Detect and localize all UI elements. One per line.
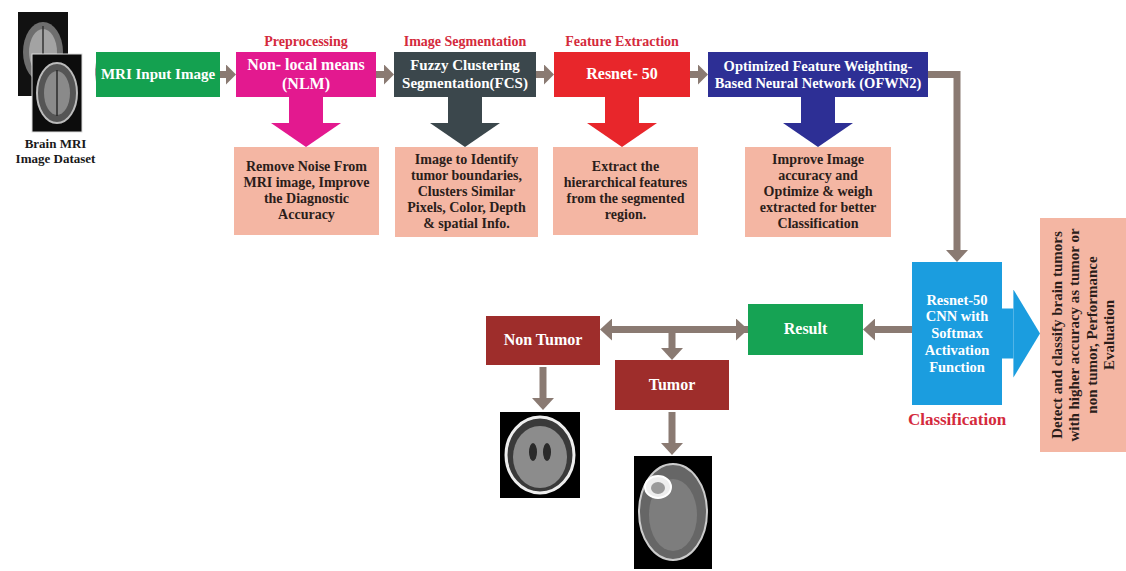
flow-arrow xyxy=(220,71,226,78)
box-label: Remove Noise From MRI image, Improve the… xyxy=(240,159,373,223)
description-box: Extract the hierarchical features from t… xyxy=(553,147,698,235)
mri-stack xyxy=(18,12,82,132)
non-tumor-image xyxy=(500,412,580,498)
brain-shape xyxy=(37,63,77,123)
mri-slice xyxy=(634,456,712,569)
tumor-core xyxy=(651,482,665,494)
description-box: Image to Identify tumor boundaries, Clus… xyxy=(395,147,538,237)
classifier-box: Resnet-50 CNN with Softmax Activation Fu… xyxy=(912,262,1002,405)
stage-heading: Classification xyxy=(908,410,1006,430)
description-box: Improve Image accuracy and Optimize & we… xyxy=(745,147,891,237)
dataset-images: Brain MRI Image Dataset xyxy=(16,12,95,132)
brain-shape xyxy=(639,464,707,560)
arrow-shaft xyxy=(540,367,547,398)
flow-arrow xyxy=(928,75,957,251)
mri-slice xyxy=(32,54,82,132)
class-box: Tumor xyxy=(615,360,729,410)
brain-shape xyxy=(513,426,567,488)
box-label: MRI Input Image xyxy=(101,66,215,83)
skull-outline xyxy=(506,417,574,493)
input-box: MRI Input Image xyxy=(96,52,220,97)
box-label: Non Tumor xyxy=(504,331,583,349)
stage-heading: Preprocessing xyxy=(264,34,347,50)
box-label: Optimized Feature Weighting- Based Neura… xyxy=(712,58,924,91)
ventricle xyxy=(543,443,551,461)
tumor-image xyxy=(634,456,712,569)
arrow-head xyxy=(661,443,683,455)
arrow-head xyxy=(532,398,554,410)
stage-heading: Feature Extraction xyxy=(565,34,679,50)
mri-slice xyxy=(500,412,580,498)
outcome-box: Detect and classify brain tumors with hi… xyxy=(1040,218,1126,452)
flow-arrow xyxy=(605,97,639,123)
box-label: Tumor xyxy=(649,376,696,394)
box-label: Resnet-50 CNN with Softmax Activation Fu… xyxy=(915,292,999,375)
process-box: Optimized Feature Weighting- Based Neura… xyxy=(708,52,928,97)
process-box: PreprocessingNon- local means (NLM) xyxy=(236,52,376,97)
image-caption: Brain MRI Image Dataset xyxy=(12,137,100,167)
process-box: Feature ExtractionResnet- 50 xyxy=(554,52,690,97)
tumor-mass xyxy=(645,476,671,498)
description-box: Remove Noise From MRI image, Improve the… xyxy=(234,147,379,235)
flow-arrow xyxy=(289,97,323,123)
flow-arrow xyxy=(376,71,384,78)
box-label: Fuzzy Clustering Segmentation(FCS) xyxy=(398,57,532,92)
box-label: Improve Image accuracy and Optimize & we… xyxy=(751,152,885,232)
flow-arrow xyxy=(1002,309,1013,359)
flow-arrow xyxy=(536,71,544,78)
flow-arrow xyxy=(672,330,748,349)
brain-shape xyxy=(44,71,70,115)
brain-fissure xyxy=(56,70,58,116)
ventricle xyxy=(529,443,537,461)
box-label: Non- local means (NLM) xyxy=(240,56,372,93)
arrow-shaft xyxy=(669,412,676,443)
box-label: Extract the hierarchical features from t… xyxy=(559,159,692,223)
box-label: Image to Identify tumor boundaries, Clus… xyxy=(401,152,532,232)
brain-shape xyxy=(649,479,697,551)
box-label: Result xyxy=(784,320,828,338)
result-box: Result xyxy=(748,304,863,355)
flow-arrow xyxy=(875,326,912,333)
flow-arrow xyxy=(448,97,482,123)
box-label: Resnet- 50 xyxy=(586,65,658,83)
process-box: Image SegmentationFuzzy Clustering Segme… xyxy=(394,52,536,97)
class-box: Non Tumor xyxy=(486,316,600,365)
box-label: Detect and classify brain tumors with hi… xyxy=(1049,225,1118,445)
flow-arrow xyxy=(690,71,698,78)
stage-heading: Image Segmentation xyxy=(404,34,527,50)
flow-arrow xyxy=(801,97,835,123)
